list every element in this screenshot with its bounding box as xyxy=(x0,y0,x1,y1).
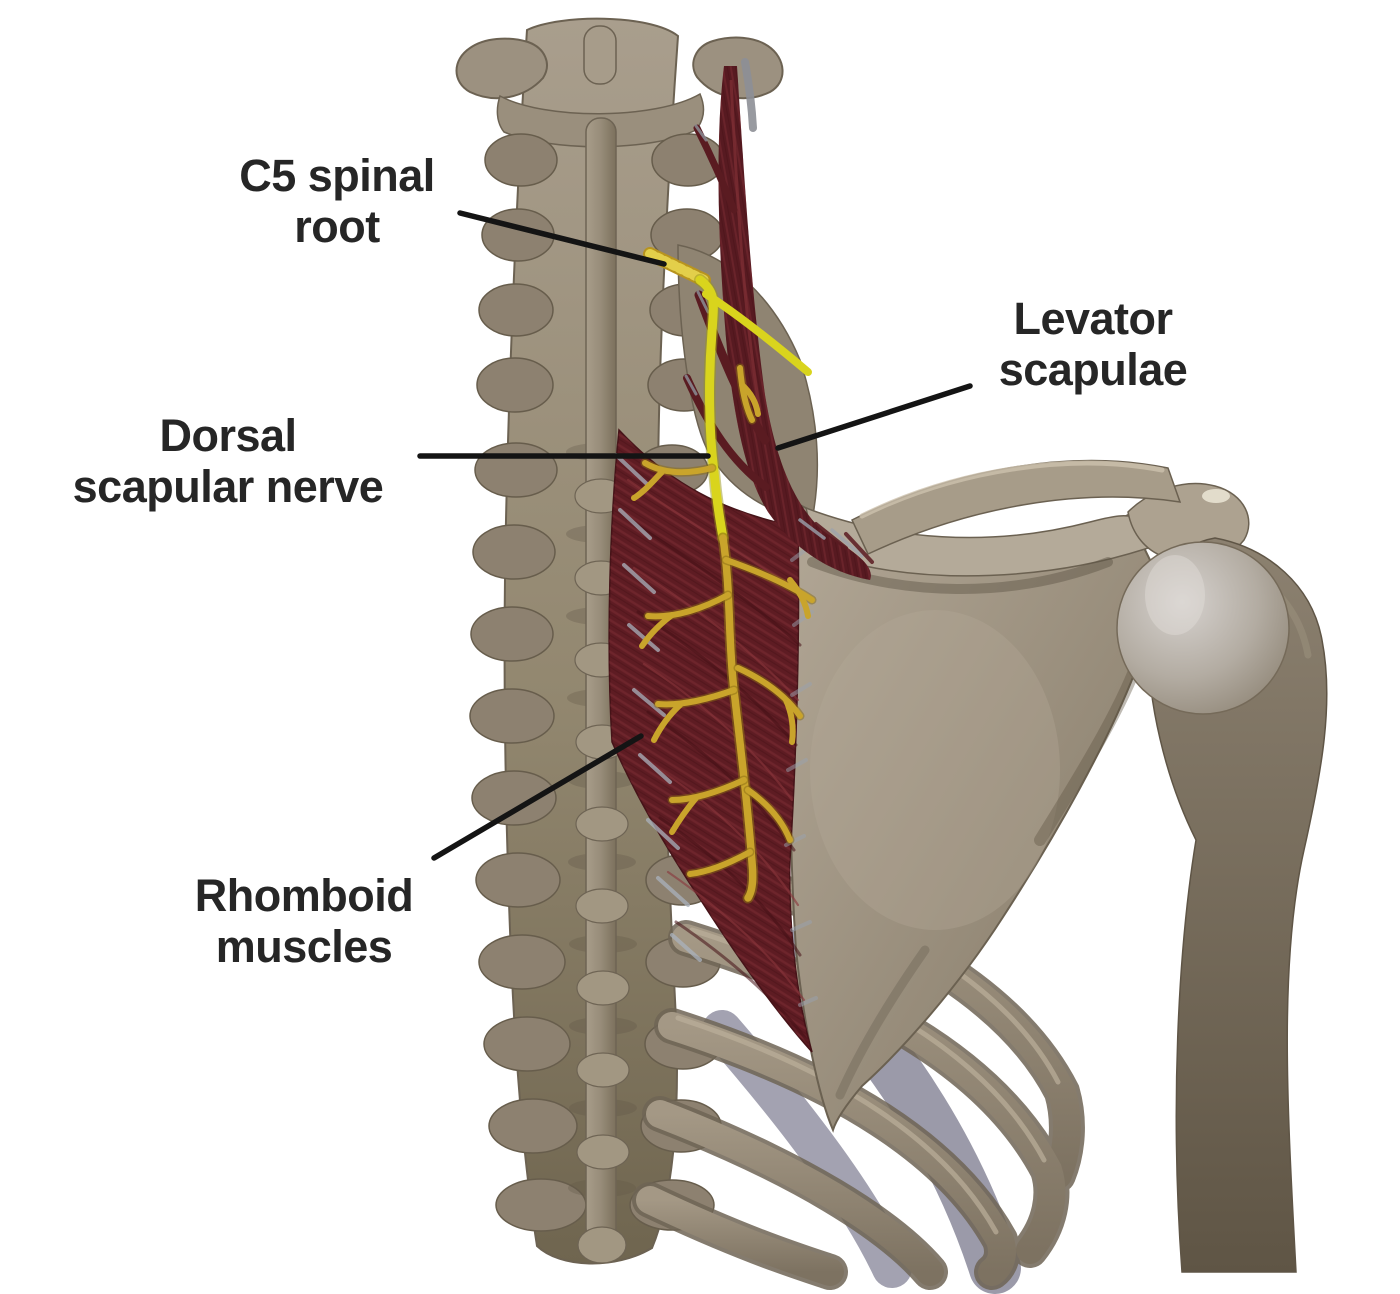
levator-accessory-slips xyxy=(683,124,770,491)
leader-line-levator-scapulae xyxy=(775,383,973,451)
label-dorsal-scapular-nerve: Dorsal scapular nerve xyxy=(72,410,384,512)
infraspinous-fossa-highlight xyxy=(810,610,1060,930)
levator-edge-highlight xyxy=(729,79,762,411)
rib xyxy=(646,1100,944,1286)
rib xyxy=(636,1186,844,1286)
leader-line-c5-spinal-root xyxy=(457,210,667,267)
clavicle-highlight xyxy=(859,460,1165,519)
rib xyxy=(672,924,1066,1264)
leader-line-rhomboid-muscles xyxy=(431,733,644,861)
nerve-branches xyxy=(631,365,815,877)
c5-root-stripes xyxy=(645,249,709,285)
rhomboid-medial-tendon-fringe xyxy=(614,453,702,962)
levator-scapulae-muscle xyxy=(683,58,874,580)
dorsal-scapular-nerve xyxy=(631,247,817,904)
levator-tendon-gray xyxy=(741,58,757,132)
humeral-head-highlight xyxy=(1145,555,1205,635)
nerve-main-trunk xyxy=(719,534,757,902)
atlas-left-wing xyxy=(455,37,548,100)
nerve-upper-trunk xyxy=(695,275,728,543)
nerve-upper-branch xyxy=(702,290,812,376)
scapula-inferior-angle-shadow xyxy=(835,945,930,1100)
humeral-head xyxy=(1116,541,1290,715)
humerus-shaft xyxy=(1147,537,1328,1273)
label-rhomboid-muscles: Rhomboid muscles xyxy=(194,870,414,972)
levator-fiber-texture xyxy=(718,66,871,580)
label-c5-spinal-root: C5 spinal root xyxy=(239,150,435,252)
leader-lines xyxy=(417,210,973,861)
acromion-highlight xyxy=(1202,489,1230,503)
shoulder-girdle xyxy=(789,459,1250,1133)
dens xyxy=(583,25,617,85)
rib xyxy=(658,1012,1016,1286)
atlas-right-wing xyxy=(692,36,784,100)
humerus xyxy=(1116,537,1328,1273)
label-levator-scapulae: Levator scapulae xyxy=(998,293,1188,395)
levator-insertion-fringe xyxy=(798,518,874,564)
